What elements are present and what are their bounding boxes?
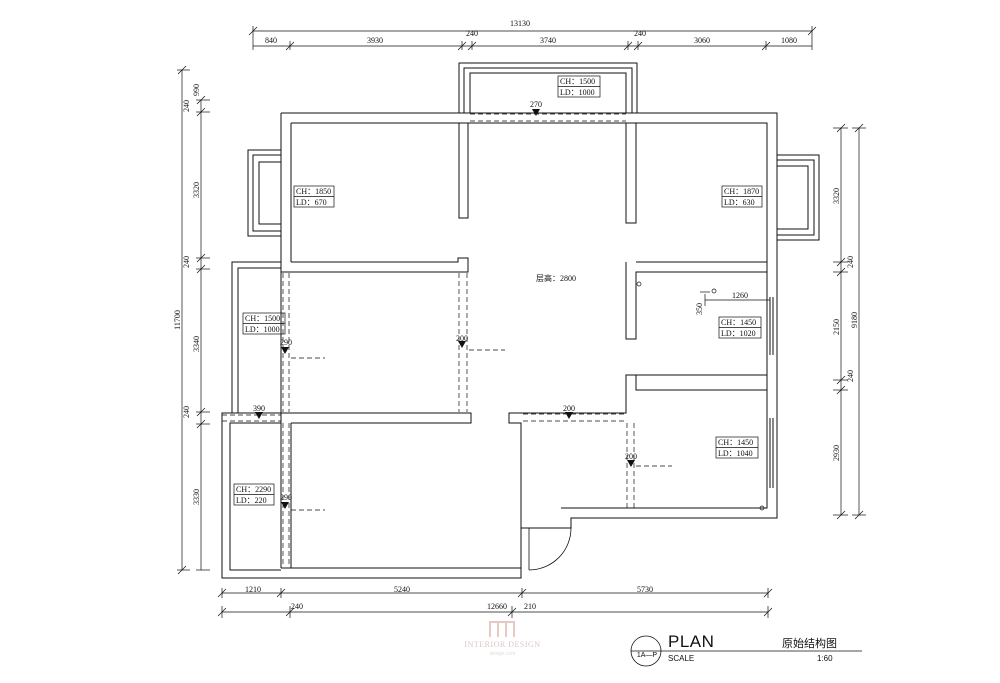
dim-top-5: 240 [634,29,646,38]
dim-bottom-total: 12660 [487,602,507,611]
right-dimension-text: 3320 240 2150 240 2930 9180 [832,188,859,461]
room-labels: CH：1500 LD：1000 CH：1850 LD：670 CH：1870 L… [236,77,759,505]
dim-bottom-1: 1210 [245,585,261,594]
beam-label-2: 290 [280,338,292,347]
room-1-ld: LD：1000 [560,88,595,97]
bottom-dimension-lines [217,588,773,618]
dim-top-total: 13130 [510,19,530,28]
dim-right-1: 3320 [832,188,841,204]
title-block-scale: 1:60 [817,654,833,663]
fixtures [636,281,770,511]
right-dimension-lines [833,123,866,520]
title-block-lines [630,635,862,667]
dim-bottom-2: 5240 [394,585,410,594]
dim-inner-1260: 1260 [732,291,748,300]
room-7-ch: CH：2290 [236,485,271,494]
dim-left-4: 240 [182,256,191,268]
dim-left-total: 11700 [173,310,182,330]
beam-label-7: 290 [280,493,292,502]
beam-label-1: 270 [530,100,542,109]
beam-markers [255,109,635,509]
dim-right-3: 2150 [832,319,841,335]
dim-top-4: 3740 [540,36,556,45]
left-dimension-text: 11700 240 990 3320 240 3340 240 3330 [173,84,201,505]
dim-bottom-3: 5730 [637,585,653,594]
dim-right-total: 9180 [850,312,859,328]
room-4-ch: CH：1500 [245,314,280,323]
entrance-door [528,527,572,571]
dim-left-2: 990 [192,84,201,96]
dim-left-7: 3330 [192,489,201,505]
beam-labels: 270 290 200 390 200 200 290 [253,100,637,502]
dim-right-5: 2930 [832,445,841,461]
room-4-ld: LD：1000 [245,325,280,334]
title-block-plan: PLAN [668,632,715,651]
watermark-text: INTERIOR DESIGN [464,640,541,649]
dim-top-2: 3930 [367,36,383,45]
interior-walls [280,123,768,568]
ceiling-height-label: 层高：2800 [536,273,576,283]
top-dimension-text: 13130 840 3930 240 3740 240 3060 1080 [265,19,797,45]
beam-lines [222,113,672,566]
room-5-ch: CH：1450 [721,318,756,327]
dim-left-1: 240 [182,100,191,112]
dim-bottom-wall-3: 210 [524,602,536,611]
room-1-ch: CH：1500 [560,77,595,86]
beam-label-4: 390 [253,404,265,413]
left-dimension-lines [177,65,210,575]
dim-left-6: 240 [182,406,191,418]
dim-right-2: 240 [846,256,855,268]
room-3-ld: LD：630 [724,198,755,207]
title-block-code: 1A—P [636,652,658,659]
watermark-subtext: design.com [489,651,516,657]
dim-top-7: 1080 [781,36,797,45]
room-2-ch: CH：1850 [296,187,331,196]
dim-top-3: 240 [466,29,478,38]
room-label-boxes [233,75,763,506]
watermark-logo [489,621,515,637]
room-2-ld: LD：670 [296,198,327,207]
dim-inner-350: 350 [695,303,704,315]
title-block-scale-label: SCALE [668,654,695,663]
dim-left-5: 3340 [192,336,201,352]
beam-label-3: 200 [456,334,468,343]
room-7-ld: LD：220 [236,496,267,505]
top-dimension-lines [248,26,817,51]
dim-top-6: 3060 [694,36,710,45]
title-block-title: 原始结构图 [782,638,837,650]
dim-right-4: 240 [846,370,855,382]
bottom-dimension-text: 1210 5240 5730 240 12660 210 [245,585,653,611]
room-6-ch: CH：1450 [718,438,753,447]
room-3-ch: CH：1870 [724,187,759,196]
exterior-walls [221,62,820,579]
beam-label-6: 200 [625,452,637,461]
dim-left-3: 3320 [192,182,201,198]
dim-bottom-wall-1: 240 [291,602,303,611]
room-5-ld: LD：1020 [721,329,756,338]
dim-top-1: 840 [265,36,277,45]
beam-label-5: 200 [563,404,575,413]
room-6-ld: LD：1040 [718,449,753,458]
